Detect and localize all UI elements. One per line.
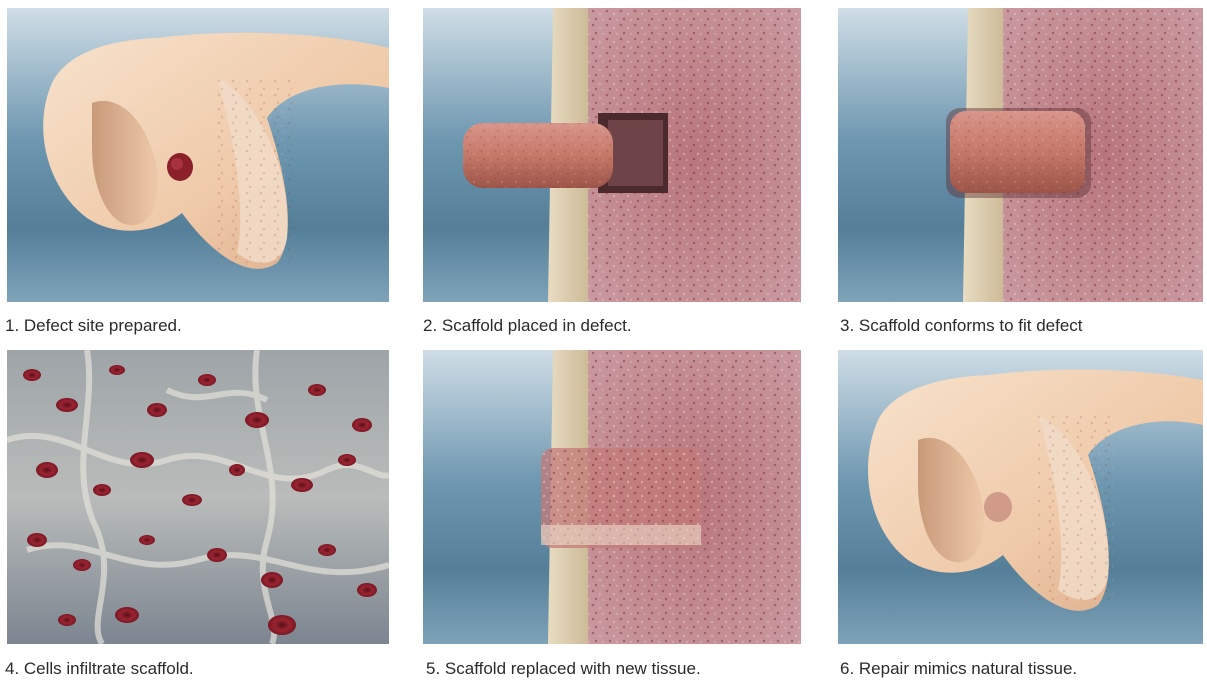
step-5-caption: 5. Scaffold replaced with new tissue. — [426, 659, 701, 679]
step-6-caption: 6. Repair mimics natural tissue. — [840, 659, 1077, 679]
step-3-caption: 3. Scaffold conforms to fit defect — [840, 316, 1083, 336]
step-1-caption: 1. Defect site prepared. — [5, 316, 182, 336]
defect-site-image — [7, 8, 389, 302]
repair-natural-image — [838, 350, 1203, 644]
step-4-caption: 4. Cells infiltrate scaffold. — [5, 659, 194, 679]
step-2-caption: 2. Scaffold placed in defect. — [423, 316, 632, 336]
scaffold-conforms-image — [838, 8, 1203, 302]
scaffold-replaced-image — [423, 350, 801, 644]
cells-infiltrate-image — [7, 350, 389, 644]
scaffold-placed-image — [423, 8, 801, 302]
